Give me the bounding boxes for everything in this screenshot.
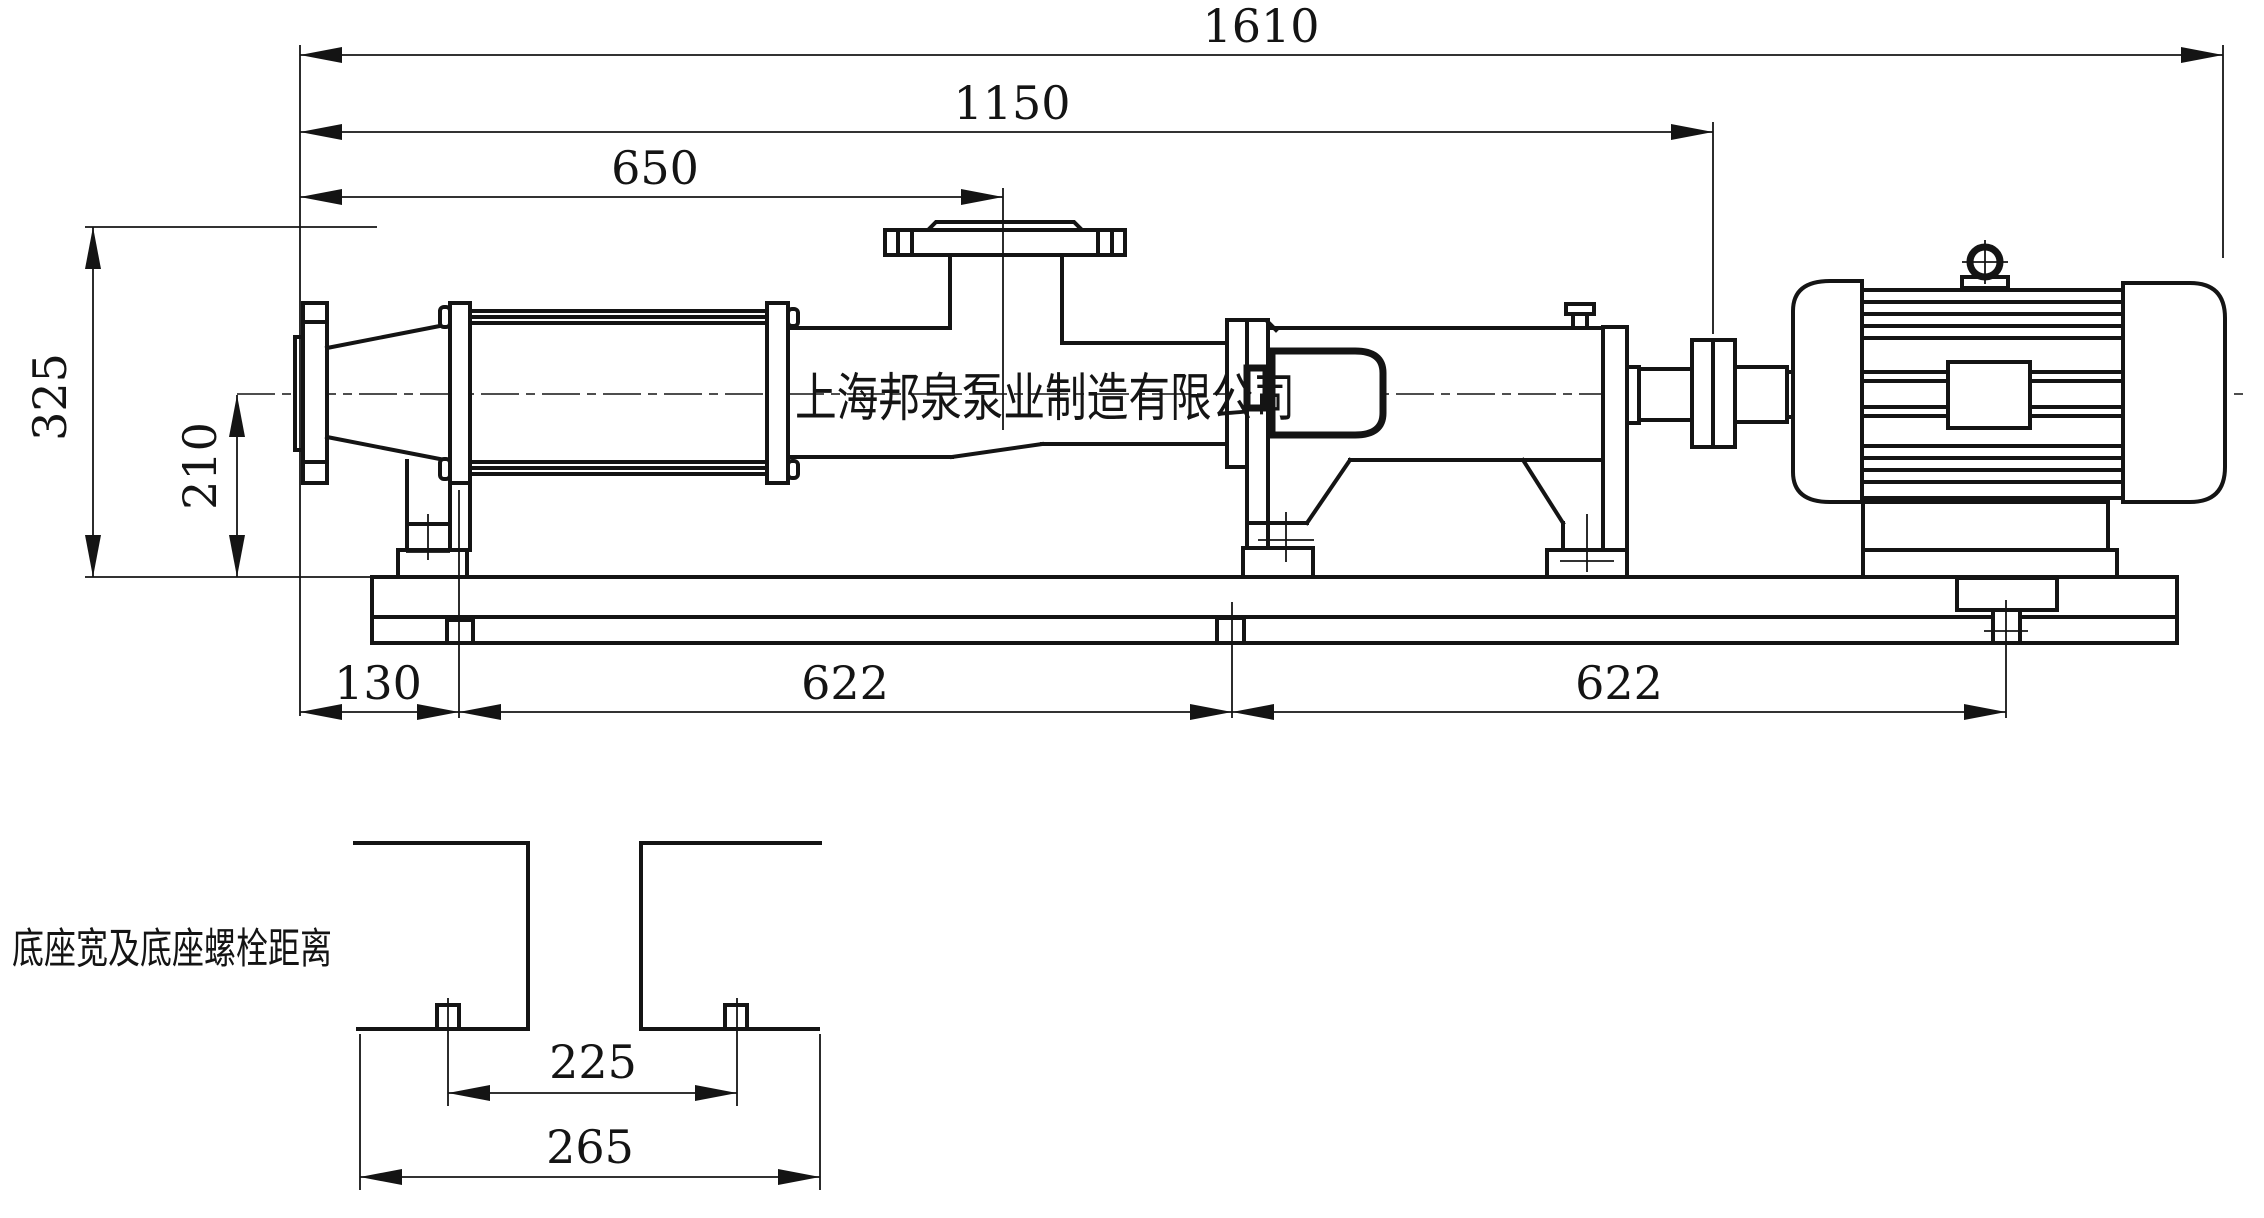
extension-lines (85, 45, 2224, 718)
motor (1791, 240, 2227, 579)
shaft-and-coupling (1625, 338, 1799, 449)
joint-flange-and-bearing-housing (1225, 302, 1629, 552)
dim-centerline-height: 210 (173, 422, 227, 510)
dim-bolt-span-front: 622 (801, 656, 889, 710)
anchor-bolt (1215, 616, 1246, 645)
dim-length-to-coupling: 1150 (953, 76, 1070, 130)
discharge-flange (293, 301, 329, 485)
base-bolt-right (723, 1003, 749, 1031)
dimension-labels: 1610 1150 650 325 210 130 622 622 (23, 0, 1663, 710)
motor-front-bell (1791, 279, 1864, 504)
support-bracket-feet (396, 457, 1629, 579)
motor-foot (1861, 500, 2110, 552)
baseplate (370, 575, 2179, 645)
suction-cone (324, 321, 453, 464)
stator-tube (438, 301, 800, 485)
motor-nameplate (1946, 360, 2032, 430)
inlet-flange (883, 220, 1127, 257)
pump-casing (786, 253, 1229, 460)
dim-base-bolt-distance: 225 (549, 1035, 637, 1089)
dim-bolt-span-rear: 622 (1575, 656, 1663, 710)
motor-chock (1955, 576, 2059, 612)
shaft-gland (1243, 364, 1270, 412)
dim-inlet-flange-height: 325 (23, 353, 77, 441)
dimension-arrows (85, 47, 2223, 720)
dim-length-to-inlet: 650 (611, 141, 699, 195)
anchor-bolt (445, 618, 475, 645)
base-section-view: 225 265 (353, 841, 822, 1190)
dim-total-length: 1610 (1202, 0, 1319, 53)
motor-rear-cap (2121, 281, 2227, 504)
rear-support-plate (1601, 325, 1629, 552)
dim-base-width: 265 (546, 1120, 634, 1174)
company-watermark: 上海邦泉泵业制造有限公司 (795, 369, 1295, 429)
dim-front-overhang: 130 (334, 656, 422, 710)
base-view-caption: 底座宽及底座螺栓距离 (12, 924, 332, 973)
